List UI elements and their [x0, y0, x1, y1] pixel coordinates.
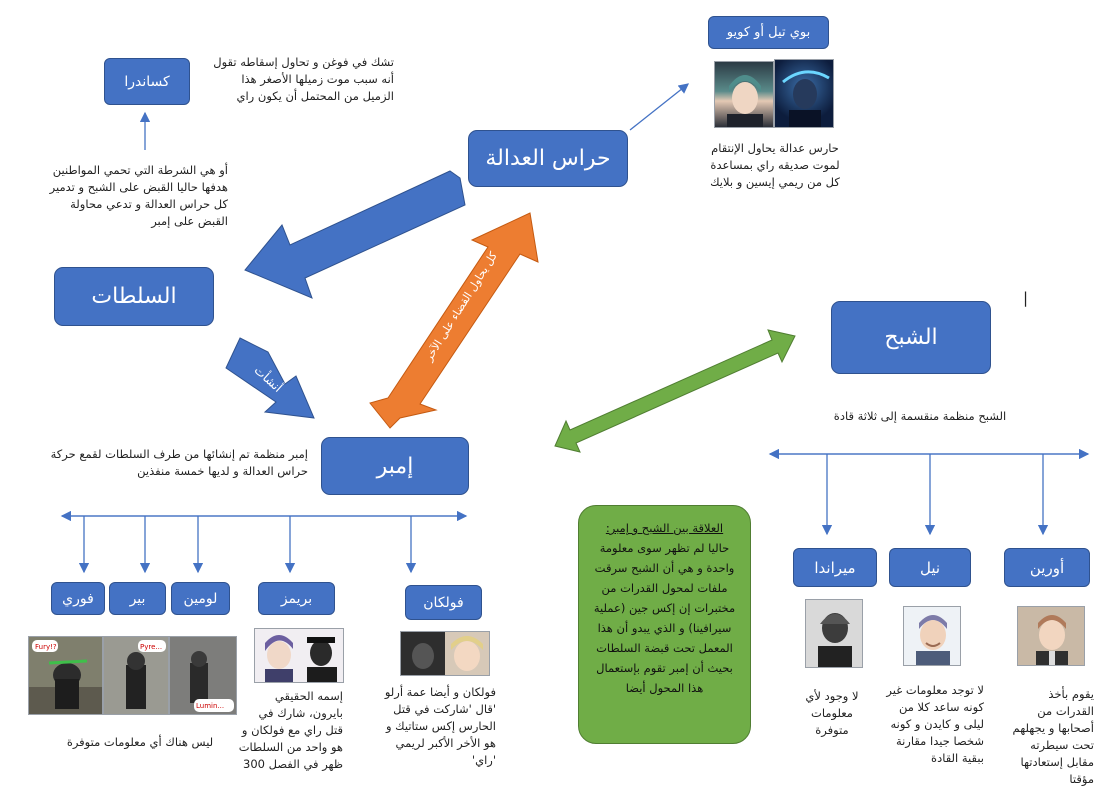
- boy-portrait-2: [774, 59, 834, 128]
- neil-image: [903, 606, 961, 666]
- miranda-note: لا وجود لأي معلومات متوفرة: [805, 689, 859, 737]
- node-boy: بوي تيل أو كويو: [708, 16, 829, 49]
- boy-portrait-1: [714, 61, 774, 128]
- node-miranda: ميراندا: [793, 548, 877, 587]
- node-authorities: السلطات: [54, 267, 214, 326]
- lumen-image: Lumin...: [169, 636, 237, 715]
- brims-note: إسمه الحقيقي بايرون، شارك في قتل راي مع …: [238, 689, 343, 771]
- fury-image: Fury!?: [28, 636, 103, 715]
- relation-box: العلاقة بين الشبح و إمبر: حاليا لم تظهر …: [578, 505, 751, 744]
- relation-title: العلاقة بين الشبح و إمبر:: [605, 521, 724, 535]
- arrow-created: [225, 337, 315, 419]
- node-beer: بير: [109, 582, 166, 615]
- miranda-image: [805, 599, 863, 668]
- node-ember: إمبر: [321, 437, 469, 495]
- node-cassandra: كساندرا: [104, 58, 190, 105]
- volcan-image: [400, 631, 490, 676]
- brims-image: [254, 628, 344, 683]
- node-brims: بريمز: [258, 582, 335, 615]
- node-fury: فوري: [51, 582, 105, 615]
- arrow-wants-destroy: [369, 212, 539, 429]
- no-info-note: ليس هناك أي معلومات متوفرة: [66, 735, 214, 749]
- arrow-started-because: [244, 170, 466, 299]
- cursor-mark: |: [1022, 289, 1028, 307]
- svg-text:Fury!?: Fury!?: [35, 643, 57, 651]
- volcan-note: فولكان و أيضا عمة أرلو 'قال 'شاركت في قت…: [384, 685, 496, 767]
- boy-note: حارس عدالة يحاول الإنتقام لموت صديقه راي…: [710, 141, 840, 189]
- node-ghost: الشبح: [831, 301, 991, 374]
- node-lumen: لومين: [171, 582, 230, 615]
- relation-body: حاليا لم تظهر سوى معلومة واحدة و هي أن ا…: [593, 541, 736, 695]
- beer-image: Pyre...: [103, 636, 169, 715]
- ghost-note: الشبح منظمة منقسمة إلى ثلاثة قادة: [833, 409, 1007, 423]
- connector-guardian-boy: [629, 83, 690, 131]
- neil-note: لا توجد معلومات غير كونه ساعد كلا من ليل…: [886, 683, 984, 765]
- arrow-ember-ghost: [554, 329, 796, 453]
- cassandra-note: تشك في فوغن و تحاول إسقاطه تقول أنه سبب …: [213, 55, 394, 103]
- orin-image: [1017, 606, 1085, 666]
- node-orin: أورين: [1004, 548, 1090, 587]
- ember-note: إمبر منظمة تم إنشائها من طرف السلطات لقم…: [50, 447, 308, 478]
- node-guardian: حراس العدالة: [468, 130, 628, 187]
- authorities-note: أو هي الشرطة التي تحمي المواطنين هدفها ح…: [49, 163, 228, 228]
- node-volcan: فولكان: [405, 585, 482, 620]
- svg-text:Lumin...: Lumin...: [196, 702, 224, 710]
- orin-note: يقوم بأخذ القدرات من أصحابها و يجهلهم تح…: [1012, 687, 1094, 786]
- svg-text:Pyre...: Pyre...: [140, 643, 162, 651]
- node-neil: نيل: [889, 548, 971, 587]
